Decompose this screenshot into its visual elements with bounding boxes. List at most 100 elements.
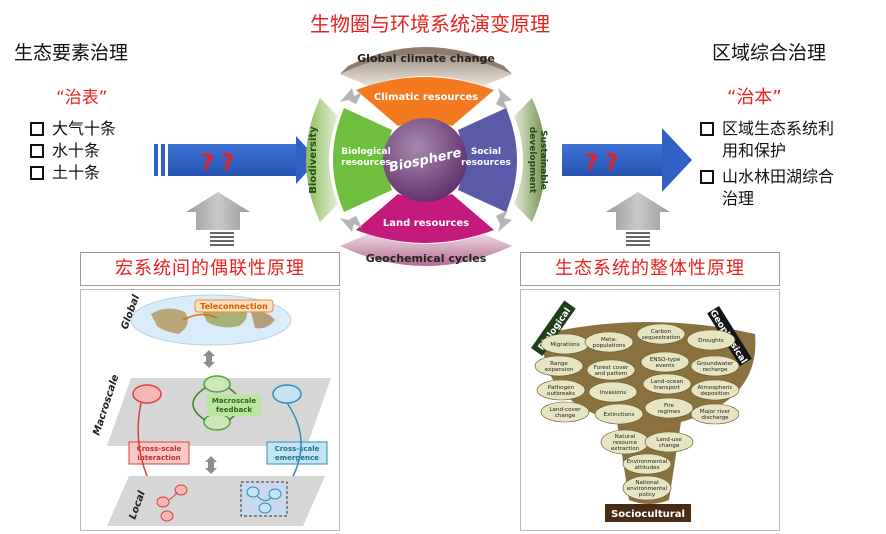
integrity-principle-title: 生态系统的整体性原理 — [520, 252, 780, 286]
phenomenon-label: recharge — [703, 367, 728, 373]
svg-text:Teleconnection: Teleconnection — [200, 302, 268, 311]
checklist-item: 区域生态系统利用和保护 — [700, 118, 880, 162]
svg-text:Cross-scale: Cross-scale — [275, 445, 320, 453]
left-question-marks: ? ? — [201, 151, 234, 176]
phenomenon-label: change — [659, 443, 680, 449]
scale-arrow-icon — [203, 350, 215, 368]
phenomenon-oval: Migrations — [540, 333, 590, 355]
phenomenon-oval: Invasions — [588, 381, 638, 403]
phenomenon-label: Forest cover — [594, 365, 629, 371]
scale-arrow-icon — [205, 456, 217, 474]
geochemical-arc — [340, 234, 512, 266]
phenomenon-label: environmental — [627, 486, 668, 492]
checklist-item: 山水林田湖综合治理 — [700, 166, 880, 210]
phenomenon-label: Carbon — [651, 329, 672, 335]
phenomenon-label: discharge — [701, 415, 729, 421]
right-heading: 区域综合治理 — [712, 42, 827, 64]
svg-text:emergence: emergence — [275, 454, 319, 462]
phenomenon-oval: Droughts — [686, 329, 736, 351]
left-heading: 生态要素治理 — [14, 42, 129, 64]
sustainable-arc — [514, 98, 546, 222]
ecosystem-funnel: Biological Geophysical Sociocultural Mig… — [531, 300, 756, 522]
phenomenon-label: Land-use — [656, 437, 682, 443]
biosphere-wheel: Global climate change Geochemical cycles… — [306, 47, 548, 266]
wheel-left-label: Biodiversity — [308, 126, 319, 194]
phenomenon-label: transport — [654, 385, 681, 391]
land-label: Land resources — [383, 218, 469, 229]
phenomenon-label: events — [656, 363, 675, 369]
svg-text:interaction: interaction — [137, 454, 180, 462]
small-arrows — [340, 88, 512, 232]
right-blue-arrow — [562, 128, 692, 192]
social-quadrant — [458, 108, 517, 212]
left-gray-up-arrow — [186, 192, 250, 246]
phenomenon-label: deposition — [700, 391, 730, 397]
phenomenon-label: policy — [639, 492, 656, 498]
phenomenon-label: Groundwater — [697, 361, 734, 367]
macroscale-feedback-box — [207, 394, 261, 416]
phenomenon-label: Pathogen — [548, 385, 575, 391]
svg-text:Macroscale: Macroscale — [212, 397, 257, 405]
right-tag: “治本” — [727, 87, 782, 108]
climatic-quadrant — [356, 77, 494, 126]
phenomenon-label: resource — [613, 440, 638, 446]
checklist-item: 水十条 — [30, 140, 116, 162]
checkbox-icon — [30, 144, 44, 158]
phenomenon-label: expansion — [545, 367, 574, 373]
phenomenon-label: Droughts — [698, 338, 724, 344]
climatic-label: Climatic resources — [374, 92, 478, 103]
wheel-top-label: Global climate change — [357, 52, 495, 65]
left-checklist: 大气十条 水十条 土十条 — [30, 118, 116, 184]
phenomenon-label: and pattern — [595, 371, 628, 377]
biodiversity-arc — [306, 98, 338, 222]
phenomenon-label: Land-cover — [549, 407, 581, 413]
top-title: 生物圈与环境系统演变原理 — [310, 12, 550, 36]
teleconnection-label-box — [194, 299, 274, 313]
svg-text:feedback: feedback — [216, 406, 252, 414]
right-checklist: 区域生态系统利用和保护 山水林田湖综合治理 — [700, 118, 880, 210]
phenomenon-label: change — [555, 413, 576, 419]
checkbox-icon — [30, 122, 44, 136]
wheel-right-label: Sustainabledevelopment — [527, 127, 548, 194]
phenomenon-label: ENSO-type — [650, 357, 681, 363]
coupling-principle-title: 宏系统间的偶联性原理 — [80, 252, 340, 286]
phenomenon-label: National — [635, 480, 659, 486]
land-quadrant — [356, 194, 494, 243]
phenomenon-label: Fire — [664, 403, 675, 409]
phenomenon-label: Atmospheric — [697, 385, 732, 391]
phenomenon-label: Invasions — [600, 390, 626, 396]
checklist-item: 大气十条 — [30, 118, 116, 140]
checkbox-icon — [700, 122, 714, 136]
phenomenon-label: Migrations — [550, 342, 579, 348]
right-question-marks: ? ? — [585, 151, 618, 176]
phenomenon-label: extraction — [611, 446, 640, 452]
multiscale-diagram: Teleconnection Global Macroscale Macrosc… — [91, 293, 331, 526]
phenomenon-label: attitudes — [634, 465, 659, 471]
left-blue-arrow — [154, 136, 318, 184]
phenomenon-label: populations — [593, 343, 626, 349]
phenomenon-label: Major river — [700, 409, 731, 415]
left-tag: “治表” — [56, 88, 108, 108]
phenomenon-label: Meta- — [601, 337, 617, 343]
cross-scale-interaction-box — [128, 441, 190, 465]
svg-text:Cross-scale: Cross-scale — [137, 445, 182, 453]
phenomenon-label: sequestration — [642, 335, 681, 341]
svg-text:Sociocultural: Sociocultural — [611, 509, 685, 520]
checkbox-icon — [700, 170, 714, 184]
phenomenon-label: Extinctions — [604, 412, 635, 418]
